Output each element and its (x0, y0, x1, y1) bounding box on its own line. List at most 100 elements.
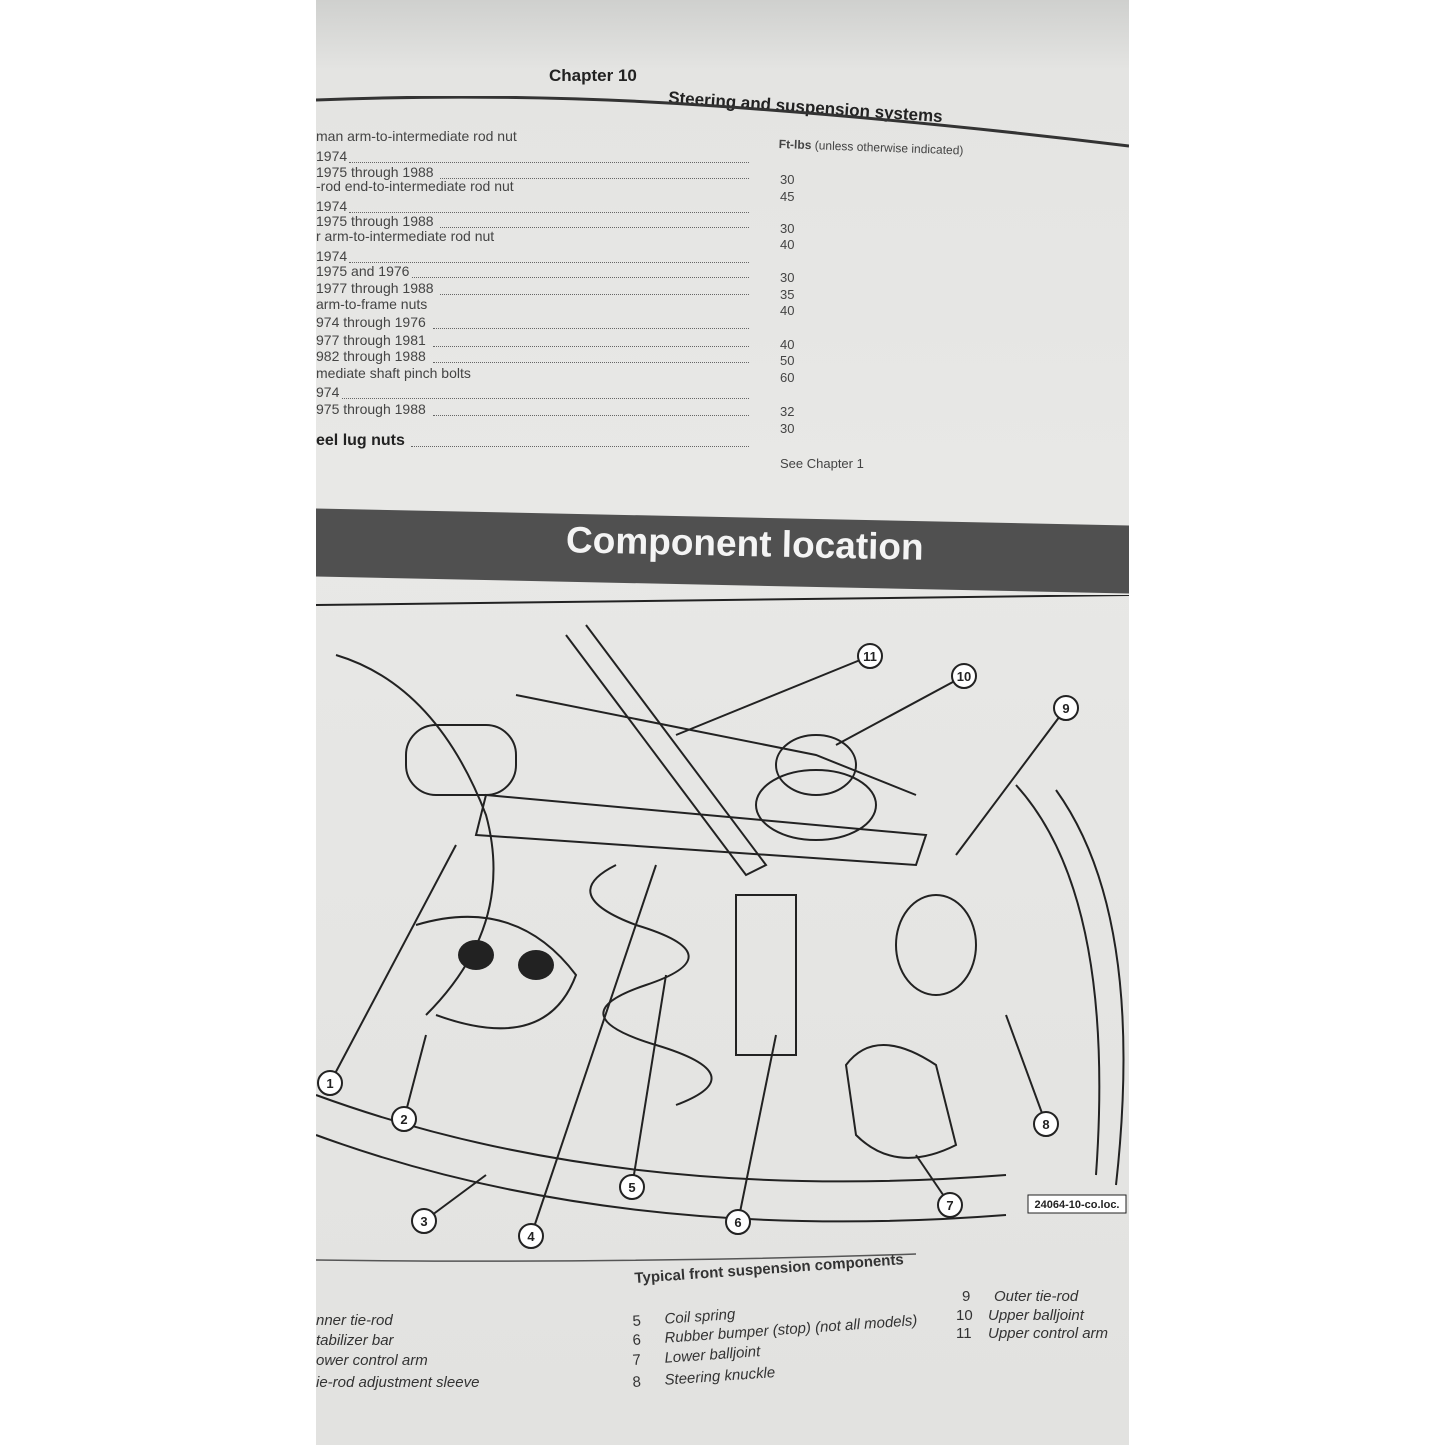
spec-row-label: arm-to-frame nuts (316, 296, 428, 312)
diagram-linework (316, 595, 1129, 1223)
figure-code: 24064-10-co.loc. (1035, 1199, 1120, 1211)
spec-value: 30 (780, 172, 795, 187)
dot-leader (349, 162, 749, 163)
spec-row-label: 982 through 1988 (316, 348, 426, 364)
legend-label: tabilizer bar (316, 1332, 394, 1349)
spec-row-label: man arm-to-intermediate rod nut (316, 128, 517, 144)
spec-value: See Chapter 1 (780, 456, 864, 471)
spec-row-label: -rod end-to-intermediate rod nut (316, 178, 514, 194)
callout-number: 1 (326, 1076, 333, 1091)
legend-item: 11 Upper control arm (956, 1325, 1108, 1343)
spec-row-label: 1975 through 1988 (316, 213, 434, 229)
spec-row-label: 1975 through 1988 (316, 164, 434, 180)
callout-circle (1053, 695, 1079, 721)
dot-leader (440, 178, 749, 179)
spec-row-label: 1977 through 1988 (316, 280, 434, 296)
spec-value: 30 (780, 270, 795, 285)
spec-value: 50 (780, 353, 795, 368)
spec-row-label: 1974 (316, 198, 348, 214)
callout-circle (317, 1070, 343, 1096)
legend-label: Outer tie-rod (994, 1288, 1079, 1305)
dot-leader (440, 294, 749, 295)
chapter-label: Chapter 10 (549, 66, 637, 85)
callout-circle (619, 1174, 645, 1200)
callout-number: 3 (420, 1214, 427, 1229)
legend-label: nner tie-rod (316, 1312, 393, 1329)
legend-item: ie-rod adjustment sleeve (316, 1374, 479, 1392)
units-label: Ft-lbs (778, 137, 812, 153)
spec-value: 40 (780, 303, 795, 318)
callout-number: 9 (1062, 701, 1069, 716)
spec-row-label: 975 through 1988 (316, 401, 426, 417)
dot-leader (412, 277, 749, 278)
callout-circle (1033, 1111, 1059, 1137)
callout-circle (391, 1106, 417, 1132)
legend-item: ower control arm (316, 1352, 428, 1370)
spec-row-label: r arm-to-intermediate rod nut (316, 228, 495, 244)
callout-number: 10 (957, 669, 971, 684)
header-rule (316, 96, 1129, 148)
callout-number: 6 (734, 1215, 741, 1230)
diagram-holes (458, 940, 554, 980)
legend-number: 8 (632, 1373, 642, 1391)
dot-leader (411, 446, 749, 447)
legend-number: 6 (632, 1331, 642, 1349)
callout-circle (411, 1208, 437, 1234)
legend-label: Upper control arm (988, 1325, 1109, 1342)
callout-leader (631, 974, 667, 1188)
callout-leader (675, 655, 871, 736)
spec-row-label: 1974 (316, 248, 348, 264)
callout-leader (403, 1034, 427, 1120)
callout-leader (530, 864, 657, 1237)
legend-label: Steering knuckle (663, 1364, 776, 1389)
callout-circle (518, 1223, 544, 1249)
legend-item: tabilizer bar (316, 1332, 394, 1350)
legend-number: 10 (956, 1307, 973, 1324)
legend-label: ower control arm (316, 1352, 428, 1369)
callout-number: 2 (400, 1112, 407, 1127)
spec-value: 45 (780, 189, 795, 204)
legend-number: 9 (962, 1288, 971, 1305)
legend-item: 10 Upper balljoint (956, 1307, 1084, 1325)
manual-page: Chapter 10 Steering and suspension syste… (316, 0, 1129, 1445)
callout-leader (955, 707, 1067, 856)
spec-row-label: 974 through 1976 (316, 314, 426, 330)
legend-number: 7 (632, 1351, 642, 1369)
spec-value: 32 (780, 404, 795, 419)
callout-number: 11 (863, 649, 877, 664)
spec-row-label: 977 through 1981 (316, 332, 426, 348)
legend-item: 9 Outer tie-rod (962, 1288, 1078, 1306)
spec-value: 40 (780, 237, 795, 252)
caption-rule (316, 1253, 917, 1262)
dot-leader (349, 212, 749, 213)
callout-number: 5 (628, 1180, 635, 1195)
figure-code-box (1027, 1194, 1127, 1214)
callout-leader (737, 1034, 777, 1223)
section-title: Component location (565, 519, 925, 568)
legend-number: 11 (956, 1325, 972, 1342)
spec-row-label: eel lug nuts (316, 432, 405, 449)
spec-value: 60 (780, 370, 795, 385)
spec-value: 30 (780, 221, 795, 236)
spec-row-label: mediate shaft pinch bolts (316, 365, 471, 381)
legend-label: Upper balljoint (988, 1307, 1084, 1324)
dot-leader (433, 415, 749, 416)
callout-circle (725, 1209, 751, 1235)
dot-leader (440, 227, 749, 228)
spec-row-label: 974 (316, 384, 340, 400)
callout-circle (937, 1192, 963, 1218)
dot-leader (349, 262, 749, 263)
spec-row-label: 1974 (316, 148, 348, 164)
spec-value: 30 (780, 421, 795, 436)
callout-circle (951, 663, 977, 689)
callout-leader (835, 675, 965, 746)
dot-leader (433, 362, 749, 363)
dot-leader (433, 328, 749, 329)
callout-leader (329, 844, 457, 1084)
callout-circle (857, 643, 883, 669)
legend-number: 5 (632, 1312, 642, 1330)
dot-leader (342, 398, 749, 399)
callout-leader (1005, 1014, 1047, 1125)
